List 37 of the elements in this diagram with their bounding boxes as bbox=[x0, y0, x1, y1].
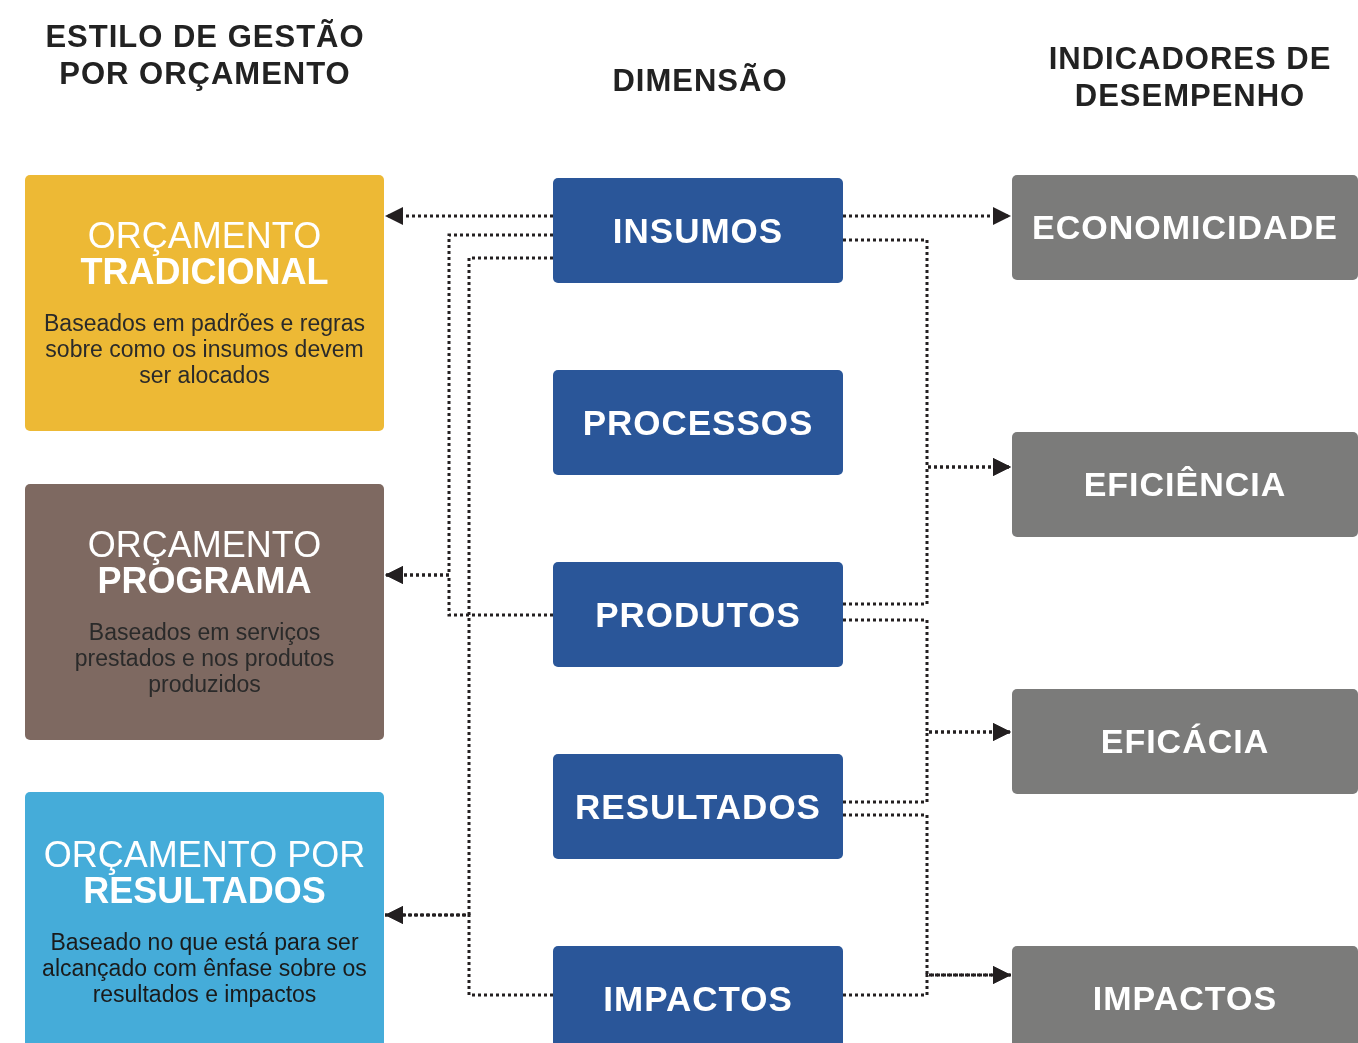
indicator-box bbox=[1012, 946, 1358, 1043]
dimension-box bbox=[553, 946, 843, 1043]
budget-style-box bbox=[25, 175, 384, 431]
box-title: ORÇAMENTO TRADICIONAL bbox=[80, 218, 329, 290]
column-heading: DIMENSÃO bbox=[611, 62, 789, 100]
indicator-box bbox=[1012, 432, 1358, 537]
box-label: PRODUTOS bbox=[595, 594, 801, 635]
dotted-arrow bbox=[385, 906, 553, 997]
box-label: EFICÁCIA bbox=[1100, 722, 1270, 761]
dimension-box bbox=[553, 178, 843, 283]
indicator-box bbox=[1012, 175, 1358, 280]
column-heading: INDICADORES DE DESEMPENHO bbox=[1047, 40, 1333, 115]
budget-style-box bbox=[25, 792, 384, 1043]
indicator-box bbox=[1012, 689, 1358, 794]
box-description: Baseados em serviços prestados e nos produtos produzidos bbox=[73, 619, 336, 697]
box-label: RESULTADOS bbox=[575, 786, 821, 827]
dotted-arrow bbox=[385, 566, 553, 617]
box-title: ORÇAMENTO PROGRAMA bbox=[87, 527, 322, 599]
dimension-box bbox=[553, 370, 843, 475]
dotted-arrow bbox=[843, 458, 1011, 606]
dotted-arrow bbox=[843, 723, 1011, 804]
dotted-arrow bbox=[385, 207, 553, 225]
box-label: PROCESSOS bbox=[582, 402, 814, 443]
column-heading: ESTILO DE GESTÃO POR ORÇAMENTO bbox=[44, 18, 366, 93]
box-label: EFICIÊNCIA bbox=[1083, 465, 1287, 504]
dimension-box bbox=[553, 562, 843, 667]
box-description: Baseados em padrões e regras sobre como os insumos devem ser alocados bbox=[43, 310, 366, 388]
box-label: ECONOMICIDADE bbox=[1032, 208, 1338, 247]
box-title: ORÇAMENTO POR RESULTADOS bbox=[43, 837, 366, 909]
dotted-arrow bbox=[843, 966, 1011, 997]
box-label: IMPACTOS bbox=[1092, 979, 1278, 1018]
dimension-box bbox=[553, 754, 843, 859]
budget-style-box bbox=[25, 484, 384, 740]
box-label: INSUMOS bbox=[612, 210, 784, 251]
box-description: Baseado no que está para ser alcançado com ênfase sobre os resultados e impactos bbox=[41, 929, 368, 1007]
dotted-arrow bbox=[843, 207, 1011, 225]
box-label: IMPACTOS bbox=[603, 978, 793, 1019]
